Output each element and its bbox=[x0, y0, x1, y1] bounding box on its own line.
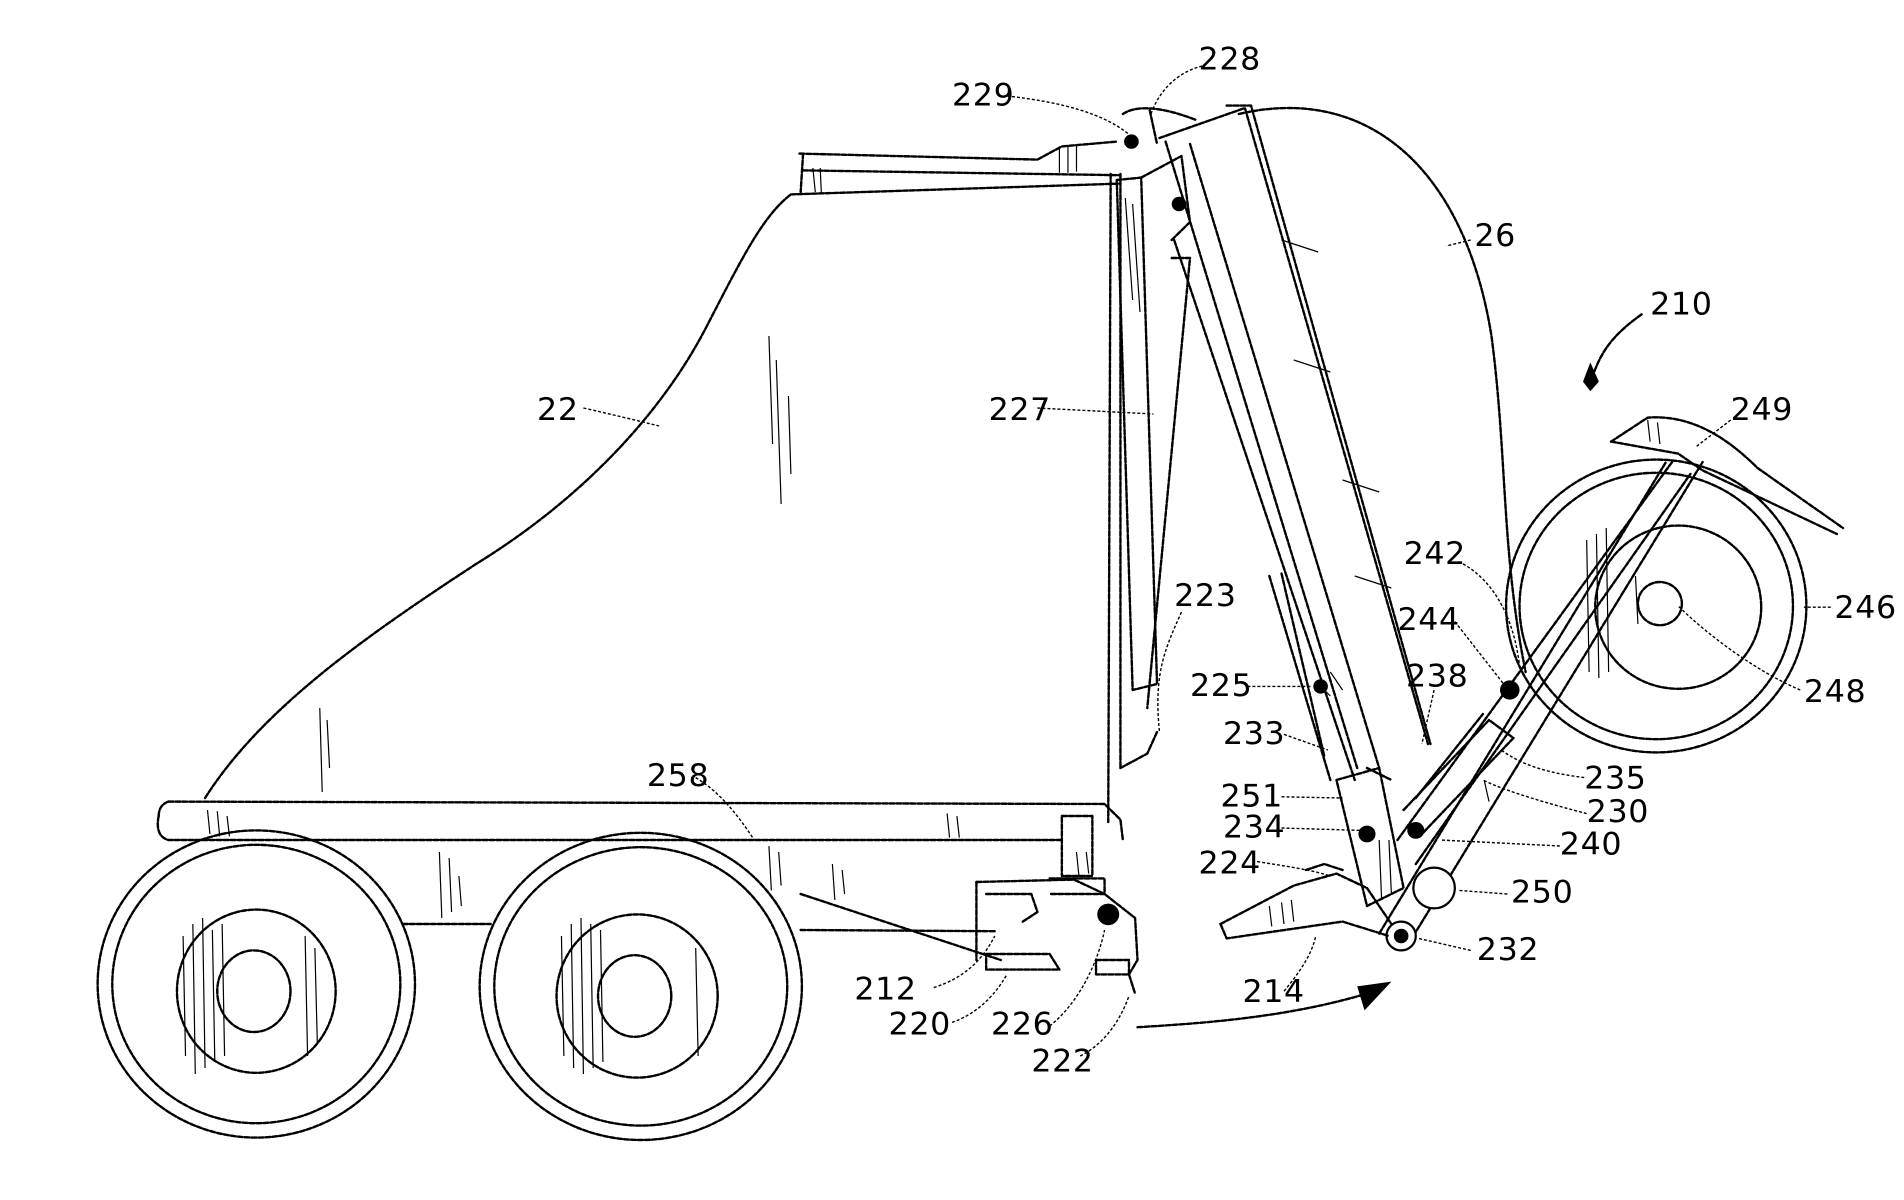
ref-225: 225 bbox=[1190, 668, 1252, 704]
vehicle-body bbox=[205, 142, 1157, 822]
ref-233: 233 bbox=[1223, 716, 1285, 752]
ref-210: 210 bbox=[1650, 287, 1712, 323]
chassis-frame bbox=[158, 708, 1123, 960]
ref-246: 246 bbox=[1834, 590, 1896, 626]
rear-wheel-right bbox=[480, 833, 802, 1140]
ref-26: 26 bbox=[1474, 218, 1516, 254]
rear-hinge-assembly bbox=[976, 816, 1137, 994]
reference-labels: 22 26 210 212 214 220 222 223 224 225 22… bbox=[537, 42, 1897, 1080]
ref-223: 223 bbox=[1174, 578, 1236, 614]
ref-240: 240 bbox=[1560, 827, 1622, 863]
ref-232: 232 bbox=[1477, 932, 1539, 968]
ref-251: 251 bbox=[1221, 779, 1283, 815]
ref-249: 249 bbox=[1731, 392, 1793, 428]
ref-250: 250 bbox=[1511, 875, 1573, 911]
ref-212: 212 bbox=[854, 972, 916, 1008]
ref-230: 230 bbox=[1587, 794, 1649, 830]
ref-214: 214 bbox=[1242, 974, 1304, 1010]
ref-258: 258 bbox=[647, 758, 709, 794]
ref-244: 244 bbox=[1397, 602, 1459, 638]
ref-227: 227 bbox=[989, 392, 1051, 428]
lift-arm-227 bbox=[1117, 108, 1196, 708]
ref-222: 222 bbox=[1031, 1044, 1093, 1080]
ref-242: 242 bbox=[1404, 536, 1466, 572]
rear-wheel-left bbox=[98, 830, 415, 1137]
ref-220: 220 bbox=[889, 1007, 951, 1043]
ref-226: 226 bbox=[991, 1007, 1053, 1043]
ref-22: 22 bbox=[537, 392, 579, 428]
ref-224: 224 bbox=[1199, 846, 1261, 882]
ref-238: 238 bbox=[1406, 659, 1468, 695]
ref-234: 234 bbox=[1223, 810, 1285, 846]
ref-248: 248 bbox=[1804, 674, 1866, 710]
ref-228: 228 bbox=[1199, 42, 1261, 78]
ref-229: 229 bbox=[952, 78, 1014, 114]
figure-arrow-210 bbox=[1583, 314, 1642, 391]
ref-235: 235 bbox=[1584, 761, 1646, 797]
